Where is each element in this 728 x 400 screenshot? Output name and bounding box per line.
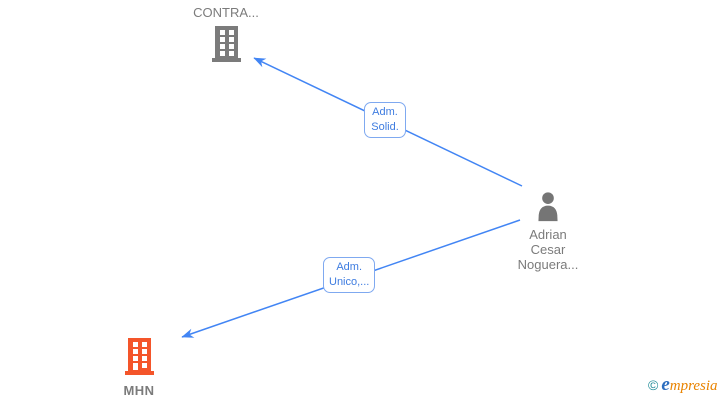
person-name-label: Adrian Cesar Noguera...	[518, 227, 579, 272]
empresia-logo[interactable]: © empresia	[648, 374, 718, 396]
person-name-line: Adrian	[529, 227, 567, 242]
edge-label-line: Solid.	[371, 121, 399, 133]
empresia-wordmark: empresia	[661, 374, 717, 396]
company-name-label: CONTRA...	[193, 5, 259, 20]
company-node-mhn[interactable]: MHN	[89, 338, 189, 398]
empresia-wordmark-rest: mpresia	[669, 378, 718, 394]
person-name-line: Noguera...	[517, 257, 579, 272]
company-name-label: MHN	[123, 383, 155, 398]
building-icon	[123, 338, 156, 375]
person-name-line: Cesar	[530, 242, 566, 257]
company-node-contra[interactable]: CONTRA...	[166, 5, 286, 62]
edge-label-line: Adm.	[336, 261, 363, 273]
edge-label-adm-unico: Adm. Unico,...	[323, 257, 376, 293]
edge-label-line: Adm.	[372, 106, 398, 118]
empresia-wordmark-initial: e	[661, 374, 670, 395]
edge-label-line: Unico,...	[329, 276, 370, 288]
person-node-adrian[interactable]: Adrian Cesar Noguera...	[498, 192, 598, 272]
copyright-icon: ©	[648, 377, 659, 393]
person-icon	[533, 192, 563, 223]
building-icon	[210, 26, 243, 62]
edge-label-adm-solid: Adm. Solid.	[364, 102, 406, 138]
